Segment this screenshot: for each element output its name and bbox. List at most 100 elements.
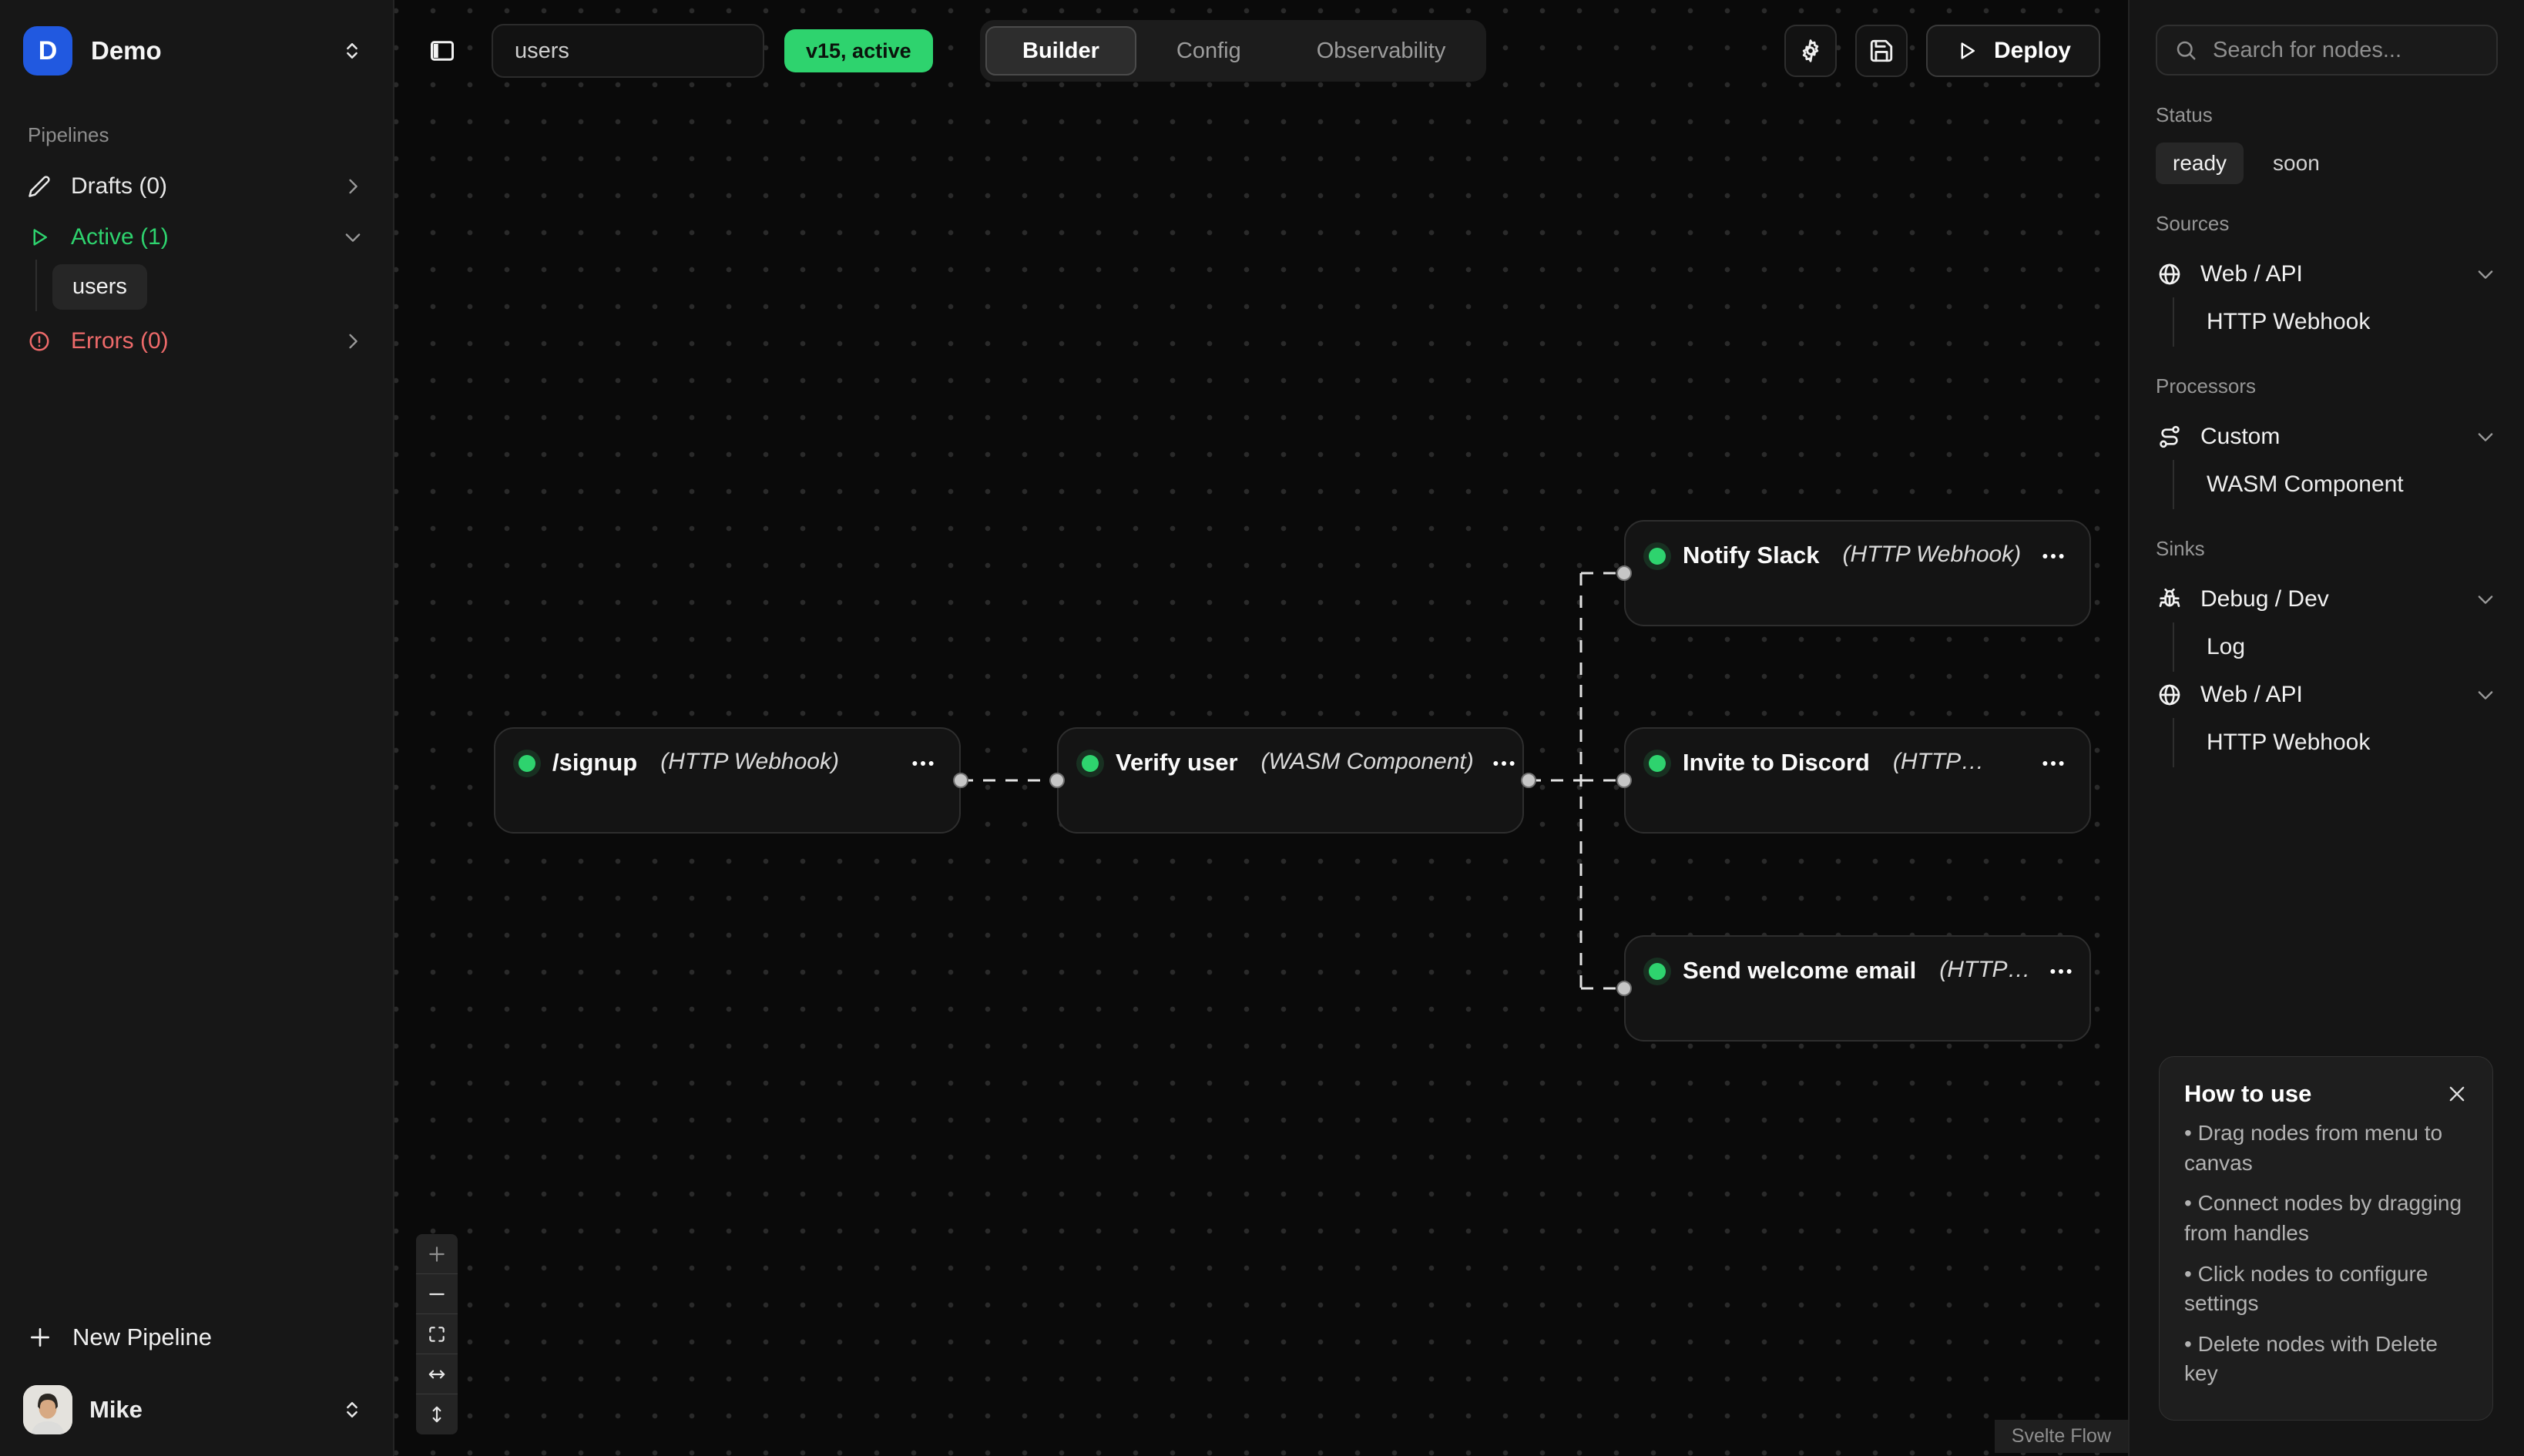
- node-search: [2156, 25, 2498, 75]
- flow-node-verify-user[interactable]: Verify user (WASM Component): [1057, 727, 1524, 834]
- avatar: [23, 1385, 72, 1434]
- workspace-switcher[interactable]: D Demo: [0, 0, 393, 75]
- pipeline-name-input[interactable]: [492, 24, 764, 78]
- flow-canvas[interactable]: v15, active Builder Config Observability…: [394, 0, 2128, 1456]
- node-menu-button[interactable]: [2040, 543, 2066, 569]
- palette-node-wasm-component[interactable]: WASM Component: [2173, 460, 2498, 509]
- group-label: Debug / Dev: [2200, 586, 2329, 612]
- alert-circle-icon: [28, 330, 51, 353]
- left-sidebar: D Demo Pipelines Drafts (0) Active (1) u…: [0, 0, 394, 1456]
- node-menu-button[interactable]: [2040, 750, 2066, 777]
- node-menu-button[interactable]: [2048, 958, 2074, 985]
- pan-vertical-button[interactable]: [416, 1394, 458, 1434]
- sinks-section-label: Sinks: [2156, 537, 2205, 560]
- deploy-button[interactable]: Deploy: [1925, 25, 2100, 77]
- node-title: Notify Slack: [1683, 542, 1820, 569]
- pipelines-section-label: Pipelines: [28, 123, 109, 146]
- sidebar-item-errors[interactable]: Errors (0): [0, 316, 393, 367]
- workspace-name: Demo: [91, 36, 162, 65]
- chevron-down-icon: [2475, 684, 2496, 706]
- status-section-label: Status: [2156, 103, 2213, 126]
- bug-icon: [2157, 587, 2182, 612]
- sidebar-item-pipeline-users[interactable]: users: [52, 264, 147, 310]
- new-pipeline-button[interactable]: New Pipeline: [23, 1313, 364, 1362]
- node-handle-target[interactable]: [1616, 981, 1632, 996]
- node-status-dot: [1649, 963, 1666, 980]
- active-pipeline-wrap: users: [35, 260, 393, 311]
- deploy-label: Deploy: [1993, 38, 2071, 63]
- flow-node-signup[interactable]: /signup (HTTP Webhook): [494, 727, 961, 834]
- chevron-right-icon: [342, 330, 364, 352]
- play-icon: [1955, 39, 1979, 62]
- user-name: Mike: [89, 1396, 143, 1423]
- pan-horizontal-button[interactable]: [416, 1354, 458, 1394]
- sidebar-bottom: New Pipeline Mike: [0, 1313, 393, 1456]
- node-status-dot: [519, 755, 535, 772]
- sidebar-toggle-button[interactable]: [428, 37, 456, 65]
- sidebar-item-active[interactable]: Active (1): [0, 212, 393, 263]
- node-menu-button[interactable]: [910, 750, 936, 777]
- chip-soon[interactable]: soon: [2273, 151, 2320, 175]
- flow-node-notify-slack[interactable]: Notify Slack (HTTP Webhook): [1624, 520, 2091, 626]
- workspace-initial: D: [38, 35, 58, 65]
- node-menu-button[interactable]: [1491, 750, 1517, 777]
- node-subtitle: (HTTP Webhook): [660, 749, 839, 774]
- tab-observability[interactable]: Observability: [1316, 38, 1446, 63]
- node-handle-source[interactable]: [953, 773, 968, 788]
- group-sinks-debug-dev[interactable]: Debug / Dev: [2156, 576, 2498, 622]
- globe-icon: [2157, 683, 2182, 707]
- group-sources-web-api[interactable]: Web / API: [2156, 251, 2498, 297]
- zoom-in-button[interactable]: [416, 1234, 458, 1274]
- group-label: Web / API: [2200, 682, 2303, 707]
- help-bullet: Delete nodes with Delete key: [2184, 1330, 2468, 1389]
- group-sinks-web-api[interactable]: Web / API: [2156, 672, 2498, 718]
- node-subtitle: (HTTP Webhook): [1842, 542, 2022, 567]
- user-menu[interactable]: Mike: [23, 1385, 364, 1434]
- node-handle-target[interactable]: [1049, 773, 1065, 788]
- errors-label: Errors (0): [71, 328, 169, 354]
- chip-ready[interactable]: ready: [2156, 143, 2244, 184]
- zoom-out-button[interactable]: [416, 1274, 458, 1314]
- chevron-down-icon: [342, 226, 364, 248]
- sidebar-item-drafts[interactable]: Drafts (0): [0, 161, 393, 212]
- how-to-use-panel: How to use Drag nodes from menu to canva…: [2159, 1056, 2493, 1421]
- search-icon: [2174, 39, 2197, 62]
- active-label: Active (1): [71, 224, 169, 250]
- save-button[interactable]: [1854, 25, 1908, 77]
- flow-node-invite-discord[interactable]: Invite to Discord (HTTP…: [1624, 727, 2091, 834]
- palette-node-http-webhook-source[interactable]: HTTP Webhook: [2173, 297, 2498, 347]
- chevron-down-icon: [2475, 426, 2496, 448]
- group-processors-custom[interactable]: Custom: [2156, 414, 2498, 460]
- help-header: How to use: [2184, 1080, 2468, 1108]
- topbar: v15, active Builder Config Observability…: [394, 0, 2128, 102]
- new-pipeline-label: New Pipeline: [72, 1323, 212, 1350]
- help-title: How to use: [2184, 1080, 2312, 1107]
- svelte-flow-attribution[interactable]: Svelte Flow: [1994, 1420, 2128, 1453]
- sources-section-label: Sources: [2156, 212, 2230, 235]
- node-handle-target[interactable]: [1616, 773, 1632, 788]
- view-tabs: Builder Config Observability: [980, 20, 1487, 82]
- fit-view-button[interactable]: [416, 1314, 458, 1354]
- node-subtitle: (HTTP…: [1892, 749, 1985, 774]
- node-title: Send welcome email: [1683, 957, 1917, 984]
- settings-button[interactable]: [1784, 25, 1837, 77]
- node-title: Invite to Discord: [1683, 749, 1870, 776]
- drafts-label: Drafts (0): [71, 173, 168, 199]
- help-bullet: Drag nodes from menu to canvas: [2184, 1119, 2468, 1178]
- node-status-dot: [1649, 548, 1666, 565]
- node-handle-target[interactable]: [1616, 565, 1632, 581]
- close-icon[interactable]: [2446, 1083, 2468, 1105]
- node-handle-source[interactable]: [1521, 773, 1536, 788]
- tab-config[interactable]: Config: [1176, 38, 1241, 63]
- palette-node-http-webhook-sink[interactable]: HTTP Webhook: [2173, 718, 2498, 767]
- search-input[interactable]: [2211, 36, 2479, 64]
- node-palette-sidebar: Status ready soon Sources Web / API HTTP…: [2128, 0, 2524, 1456]
- processors-section-label: Processors: [2156, 374, 2257, 398]
- node-subtitle: (WASM Component): [1260, 749, 1474, 774]
- tab-builder[interactable]: Builder: [985, 26, 1136, 75]
- workspace-logo: D: [23, 26, 72, 75]
- globe-icon: [2157, 262, 2182, 287]
- flow-node-send-welcome-email[interactable]: Send welcome email (HTTP…: [1624, 935, 2091, 1042]
- palette-node-log[interactable]: Log: [2173, 622, 2498, 672]
- version-status-badge: v15, active: [784, 29, 933, 72]
